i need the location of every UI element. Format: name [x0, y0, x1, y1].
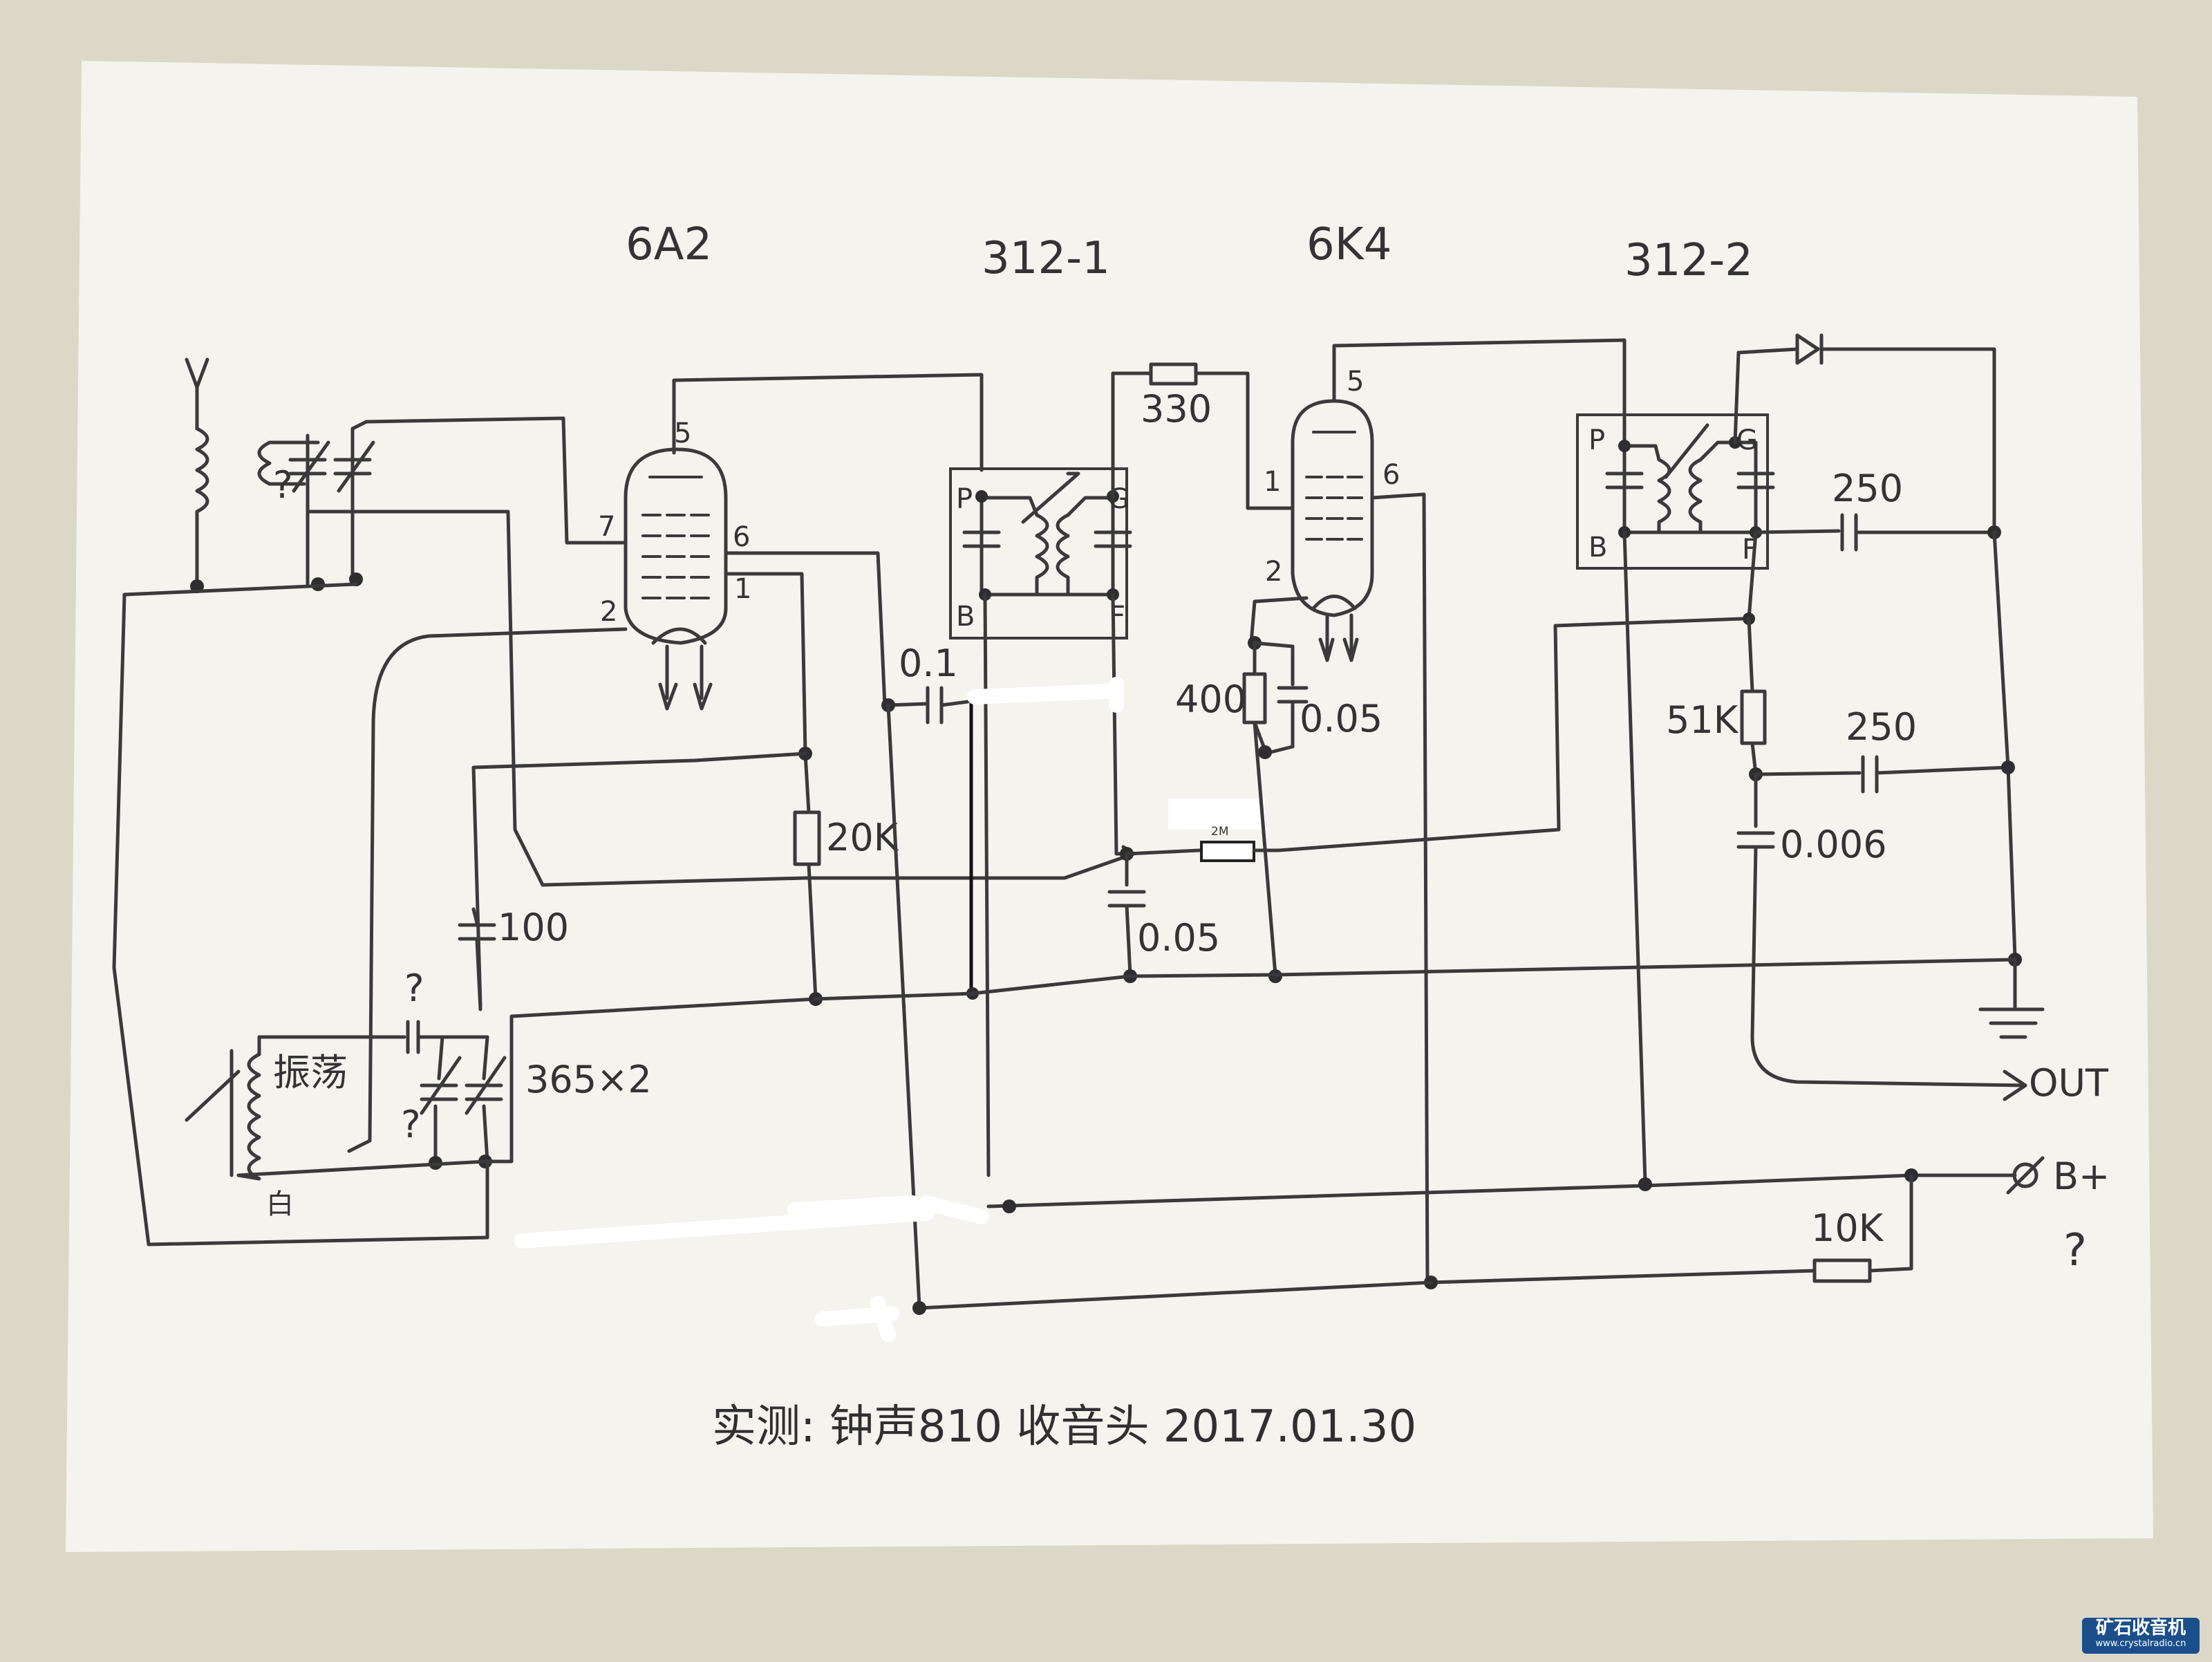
- label-330: 330: [1141, 387, 1212, 431]
- tube-label-6a2: 6A2: [626, 219, 712, 270]
- label-10k: 10K: [1811, 1206, 1884, 1250]
- wire-ant-to-grid7: [350, 416, 603, 545]
- label-250-a: 250: [1832, 467, 1903, 510]
- wire-ant-bottom: [122, 582, 358, 597]
- wire-osc-feed: [471, 751, 807, 1008]
- label-bplus-question: ?: [2063, 1225, 2087, 1276]
- label-0-05-a: 0.05: [1300, 697, 1382, 740]
- wire-if2-f: [1747, 530, 1758, 621]
- resistor-330: [1149, 362, 1295, 510]
- if1-b: B: [956, 601, 975, 633]
- label-400: 400: [1175, 678, 1246, 721]
- label-0-1: 0.1: [899, 642, 958, 685]
- if1-p: P: [956, 483, 973, 515]
- watermark-main: 矿石收音机: [2095, 1618, 2186, 1638]
- capacitor-0-006: [1736, 772, 2027, 1087]
- label-51k: 51K: [1666, 698, 1739, 742]
- label-osc-text: 振荡: [273, 1051, 348, 1094]
- capacitor-0-05-a: [1253, 641, 1309, 756]
- question-mark-1: ?: [404, 967, 424, 1010]
- if2-b: B: [1588, 532, 1607, 563]
- t3-pin1: 1: [1264, 466, 1281, 498]
- capacitor-100: [458, 907, 496, 1011]
- label-100: 100: [498, 906, 569, 949]
- ground-symbol: [1978, 958, 2045, 1039]
- antenna-symbol: [185, 357, 209, 431]
- question-mark-antenna: ?: [273, 463, 293, 507]
- caption: 实测: 钟声810 收音头 2017.01.30: [712, 1401, 1416, 1453]
- capacitor-0-1: [886, 686, 970, 725]
- bplus-terminal: [2006, 1156, 2045, 1195]
- label-2m: 2M: [1211, 825, 1228, 839]
- label-365x2: 365×2: [525, 1058, 652, 1101]
- node-screen-left: [912, 1301, 926, 1315]
- watermark-sub: www.crystalradio.cn: [2095, 1638, 2186, 1649]
- t1-pin5: 5: [674, 418, 691, 449]
- wire-agc-return: [1277, 617, 1744, 852]
- label-0-006: 0.006: [1780, 823, 1887, 866]
- t1-pin7: 7: [598, 511, 615, 543]
- wire-if2-b: [1622, 530, 1647, 1184]
- wire-osc-ground: [236, 997, 818, 1177]
- wire-6k4-pin6: [1370, 492, 1430, 1281]
- wire-6k4-ground: [1253, 720, 1277, 977]
- capacitor-250-b: [1754, 755, 2010, 794]
- osc-padder-cap: [382, 1020, 444, 1054]
- node-if2-p: [1618, 440, 1631, 452]
- tube-6k4: [1291, 399, 1374, 662]
- wire-bplus: [986, 1173, 2017, 1208]
- wire-ground-bus: [814, 958, 2017, 1001]
- t3-pin2: 2: [1265, 556, 1282, 588]
- if-transformer-312-2: [1576, 413, 1775, 570]
- paper-sheet: [66, 61, 2153, 1552]
- t1-pin1: 1: [734, 573, 751, 605]
- node-bplus-if2: [1638, 1177, 1652, 1191]
- wire-6k4-plate: [1332, 338, 1627, 448]
- capacitor-250-a: [1754, 513, 1996, 552]
- out-arrow: [2003, 1070, 2027, 1101]
- if-transformer-312-1: [949, 467, 1132, 639]
- wire-screen-bus: [917, 1280, 1433, 1310]
- if2-p: P: [1588, 424, 1605, 456]
- capacitor-0-05-b: [1107, 852, 1146, 977]
- wire-6a2-pin1: [724, 572, 807, 756]
- t1-pin2: 2: [600, 596, 617, 628]
- wire-if1-g-up: [1111, 371, 1153, 498]
- if2-g: G: [1736, 424, 1758, 456]
- label-out: OUT: [2029, 1061, 2109, 1105]
- wire-6k4-cathode: [1249, 596, 1309, 645]
- resistor-2m: [1125, 799, 1281, 862]
- node-bplus-left: [1002, 1199, 1016, 1213]
- wire-6a2-plate: [672, 373, 984, 472]
- label-bplus: B+: [2053, 1155, 2110, 1198]
- tube-label-312-2: 312-2: [1624, 235, 1753, 286]
- node-250b-right: [2001, 760, 2015, 774]
- resistor-20k: [793, 751, 821, 1001]
- label-20k: 20K: [826, 816, 899, 859]
- detector-diode: [1733, 333, 1996, 534]
- watermark-logo: 矿石收音机 www.crystalradio.cn: [2082, 1618, 2200, 1654]
- tube-6a2: [599, 447, 728, 711]
- t3-pin5: 5: [1347, 366, 1364, 398]
- wire-6a2-pin2: [347, 627, 628, 1153]
- tube-label-6k4: 6K4: [1306, 219, 1391, 270]
- variable-capacitor-365x2: [420, 1035, 507, 1164]
- t3-pin6: 6: [1382, 459, 1400, 491]
- resistor-10k: [1429, 1173, 1913, 1285]
- node-6k4-bypass: [1258, 745, 1272, 759]
- wire-6a2-pin6: [724, 551, 887, 707]
- label-250-b: 250: [1846, 705, 1917, 749]
- label-white: 白: [266, 1188, 294, 1220]
- node-if1-p: [975, 490, 988, 503]
- wire-left-ground-loop: [112, 592, 489, 1246]
- correction-marks: [514, 677, 1124, 1342]
- question-mark-2: ?: [401, 1103, 421, 1146]
- tube-label-312-1: 312-1: [982, 233, 1110, 284]
- label-0-05-b: 0.05: [1137, 916, 1220, 960]
- t1-pin6: 6: [733, 521, 750, 553]
